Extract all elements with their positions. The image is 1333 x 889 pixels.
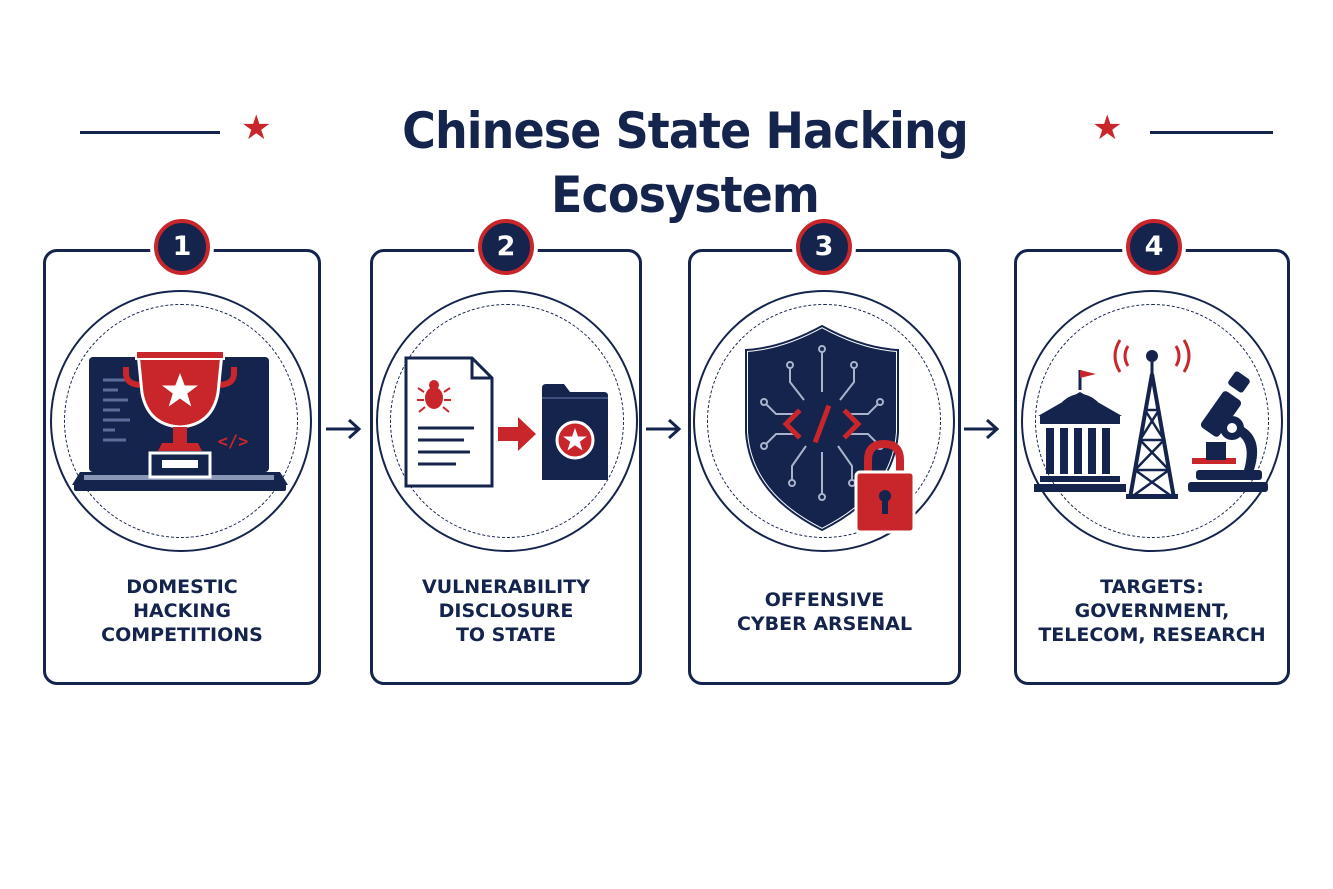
telecom-tower-icon	[1113, 339, 1191, 500]
star-icon: ★	[241, 108, 272, 148]
icon-circle-4	[1021, 290, 1283, 552]
title-divider-right	[1150, 131, 1273, 134]
icon-circle-3	[693, 290, 955, 552]
code-glyph-label: </>	[218, 432, 249, 452]
icon-circle-dashed-3	[707, 304, 941, 538]
step-number-badge-3: 3	[796, 219, 852, 275]
icon-circle-dashed-2	[390, 304, 624, 538]
step-label-1: DOMESTIC HACKING COMPETITIONS	[101, 576, 263, 646]
icon-circle-dashed-1	[64, 304, 298, 538]
title-divider-left	[80, 131, 220, 134]
step-number-badge-2: 2	[478, 219, 534, 275]
star-icon: ★	[1092, 108, 1123, 148]
step-label-3: OFFENSIVE CYBER ARSENAL	[736, 589, 913, 635]
step-number-badge-4: 4	[1126, 219, 1182, 275]
government-building-icon	[1034, 370, 1126, 492]
step-label-2: VULNERABILITY DISCLOSURE TO STATE	[422, 576, 590, 646]
arrow-right-icon	[646, 418, 682, 440]
arrow-right-icon	[326, 418, 362, 440]
shield-lock-icon	[744, 323, 916, 534]
arrow-right-icon	[964, 418, 1000, 440]
document-to-folder-icon	[404, 356, 608, 488]
title-row: ★ Chinese State Hacking Ecosystem ★	[0, 95, 1333, 224]
icon-circle-dashed-4	[1035, 304, 1269, 538]
microscope-icon	[1188, 371, 1268, 492]
page-title: Chinese State Hacking Ecosystem	[402, 102, 969, 224]
government-telecom-research-icon	[1034, 339, 1268, 500]
trophy-laptop-icon: </>	[72, 350, 288, 491]
step-number-badge-1: 1	[154, 219, 210, 275]
icon-circle-2	[376, 290, 638, 552]
icon-circle-1	[50, 290, 312, 552]
step-label-4: TARGETS: GOVERNMENT, TELECOM, RESEARCH	[1038, 576, 1266, 646]
